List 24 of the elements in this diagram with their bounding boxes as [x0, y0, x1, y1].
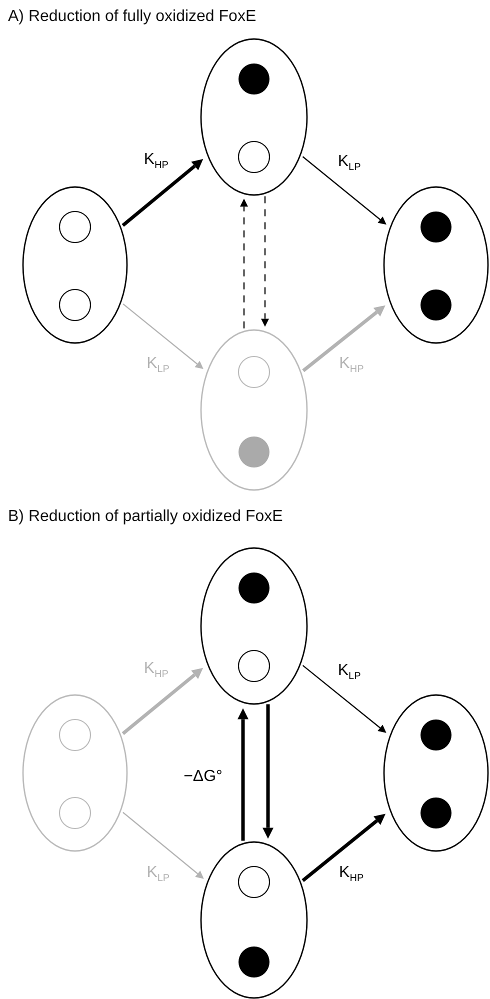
redox-state-ellipse: [200, 841, 308, 999]
panel-title: B) Reduction of partially oxidized FoxE: [8, 508, 283, 526]
reaction-arrow: [122, 159, 204, 227]
reaction-arrow: [302, 156, 386, 225]
reaction-arrow: [302, 305, 386, 372]
reaction-arrow: [302, 814, 386, 882]
reaction-arrow: [262, 704, 274, 839]
reaction-arrow: [122, 668, 204, 735]
reaction-arrow: [238, 708, 248, 841]
redox-state-ellipse: [383, 694, 489, 852]
edge-label: K$_{LP}$: [336, 662, 362, 682]
redox-state-ellipse: [22, 694, 128, 852]
reaction-arrow: [240, 198, 248, 328]
redox-state-ellipse: [22, 186, 128, 344]
redox-state-ellipse: [383, 186, 489, 344]
edge-label: K$_{HP}$: [142, 660, 170, 680]
redox-state-ellipse: [200, 547, 308, 705]
redox-state-ellipse: [200, 329, 308, 491]
reaction-arrow: [122, 812, 204, 879]
reaction-arrow: [122, 303, 204, 370]
reaction-arrow: [261, 196, 269, 327]
redox-state-ellipse: [200, 38, 308, 196]
panel-title: A) Reduction of fully oxidized FoxE: [8, 8, 256, 26]
reaction-arrow: [302, 664, 386, 733]
